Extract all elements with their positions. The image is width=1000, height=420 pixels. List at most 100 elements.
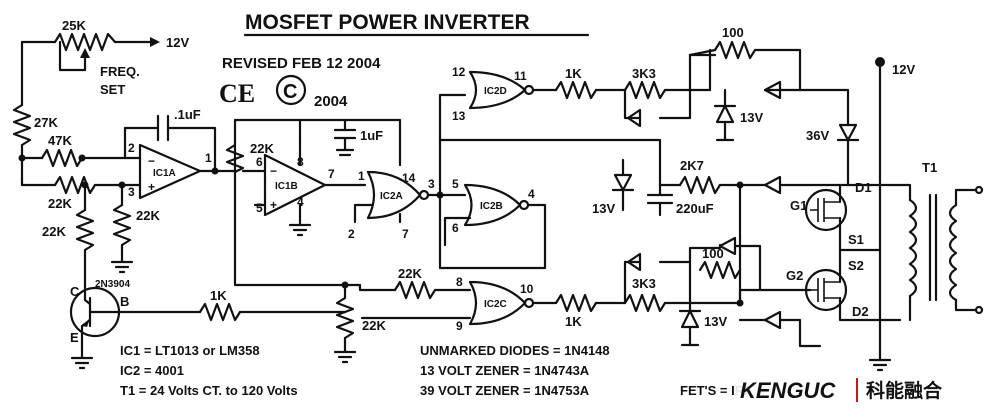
note-ic1: IC1 = LT1013 or LM358	[120, 343, 260, 358]
resistor-22k-a	[53, 175, 97, 195]
sign-plus: +	[148, 180, 155, 194]
ic2c-bubble	[523, 297, 535, 309]
wiper-link	[58, 40, 87, 72]
diode-bot	[626, 252, 642, 272]
sign-minus: −	[270, 164, 277, 178]
pin-ic2c-8: 8	[456, 275, 463, 289]
t1-top-lead	[868, 183, 912, 202]
pin-ic2a-2: 2	[348, 227, 355, 241]
wiper-arrow-icon	[80, 48, 90, 58]
c220uf-label: 220uF	[676, 201, 714, 216]
resistor-2k7	[678, 175, 722, 195]
copyright-letter: C	[283, 81, 297, 103]
t1-primary	[908, 198, 918, 298]
note-fets: FET'S = IRF	[680, 383, 752, 398]
vcc-rail	[343, 118, 402, 167]
junction-dot	[118, 181, 126, 189]
ic2b-wiring	[438, 138, 547, 270]
freq-caption-1: FREQ.	[100, 64, 140, 79]
pin-ic2c-9: 9	[456, 319, 463, 333]
pin-ic1a-3: 3	[128, 185, 135, 199]
junction-dot	[211, 167, 219, 175]
r100-top-lead	[688, 48, 717, 92]
z13v-mid-label: 13V	[592, 201, 615, 216]
zener-bot-ground	[678, 309, 702, 347]
resistor-1k-top	[554, 80, 598, 100]
pin-ic2d-11: 11	[514, 69, 527, 83]
zener-13v-bot	[680, 309, 700, 329]
ic1b-label: IC1B	[275, 181, 298, 192]
resistor-22k-pot	[335, 296, 355, 340]
ic2d-bubble	[523, 84, 535, 96]
pin-ic1a-2: 2	[128, 141, 135, 155]
c1uf-decoupling	[298, 118, 357, 157]
r2k7-label: 2K7	[680, 158, 704, 173]
pin-ic1b-7: 7	[328, 167, 335, 181]
z13v-bot-label: 13V	[704, 314, 727, 329]
ic2a-label: IC2A	[380, 191, 403, 202]
mosfet-g1-symbol	[810, 198, 840, 222]
watermark-brand: KENGUC	[740, 378, 836, 403]
resistor-47k	[40, 148, 84, 168]
resistor-100-bot	[698, 260, 742, 280]
r27k-label: 27K	[34, 115, 58, 130]
r100-bot-label: 100	[702, 246, 724, 261]
transistor-part: 2N3904	[95, 279, 130, 290]
pin-ic2c-10: 10	[520, 282, 534, 296]
z13v-top-label: 13V	[740, 110, 763, 125]
mosfet-g2-symbol	[810, 278, 840, 302]
r3k3-top-label: 3K3	[632, 66, 656, 81]
output-terminal	[974, 305, 984, 315]
diode-bot-upper-out	[733, 244, 762, 292]
r22k-e-lead	[343, 283, 397, 292]
ground-icon	[288, 203, 312, 237]
resistor-22k-e	[393, 280, 437, 300]
ic2d-feed	[438, 93, 467, 142]
g2-label: G2	[786, 268, 803, 283]
resistor-100-top	[713, 40, 757, 60]
c1uf-top-label: .1uF	[174, 107, 201, 122]
v12-top-label: 12V	[166, 35, 189, 50]
pin-ic2a-1: 1	[358, 169, 365, 183]
emitter-arrow-icon	[82, 318, 90, 327]
diode-top	[626, 108, 642, 128]
sign-plus: +	[270, 198, 277, 212]
diode-g1	[763, 80, 782, 100]
zener-36v	[838, 123, 858, 142]
pin-ic2a-14: 14	[402, 171, 416, 185]
rail-140	[438, 138, 662, 187]
zener-mid-leads	[611, 158, 635, 212]
pin-ic2b-5: 5	[452, 177, 459, 191]
r22k-d-label: 22K	[250, 141, 274, 156]
resistor-1k-base	[198, 302, 242, 322]
freq-pot-value: 25K	[62, 18, 86, 33]
emitter-label: E	[70, 330, 79, 345]
resistor-22k-b	[75, 208, 95, 252]
pin-ic1b-5: 5	[256, 201, 263, 215]
note-zener39: 39 VOLT ZENER = 1N4753A	[420, 383, 590, 398]
left-rail	[20, 143, 57, 187]
resistor-22k-d	[225, 143, 245, 174]
collector-label: C	[70, 284, 80, 299]
r22k-a-label: 22K	[48, 196, 72, 211]
ic2d-nor-gate	[468, 70, 527, 110]
note-diodes: UNMARKED DIODES = 1N4148	[420, 343, 610, 358]
ce-mark: CE	[219, 79, 255, 108]
s2-label: S2	[848, 258, 864, 273]
zener-13v-top	[715, 104, 735, 124]
freq-caption-2: SET	[100, 82, 125, 97]
ic2d-label: IC2D	[484, 86, 507, 97]
base-label: B	[120, 294, 129, 309]
resistor-3k3-bot	[623, 293, 667, 313]
ic2b-label: IC2B	[480, 201, 503, 212]
ic1b-opamp	[263, 153, 327, 217]
ic1b-bottom-rail	[233, 170, 347, 287]
t1-secondary-leads	[954, 188, 977, 312]
schematic-title: MOSFET POWER INVERTER	[245, 11, 530, 34]
zener-13v-mid	[613, 173, 633, 192]
d1-label: D1	[855, 180, 872, 195]
resistor-22k-c	[112, 203, 132, 247]
ic1a-opamp	[138, 143, 202, 200]
r100-top-label: 100	[722, 25, 744, 40]
